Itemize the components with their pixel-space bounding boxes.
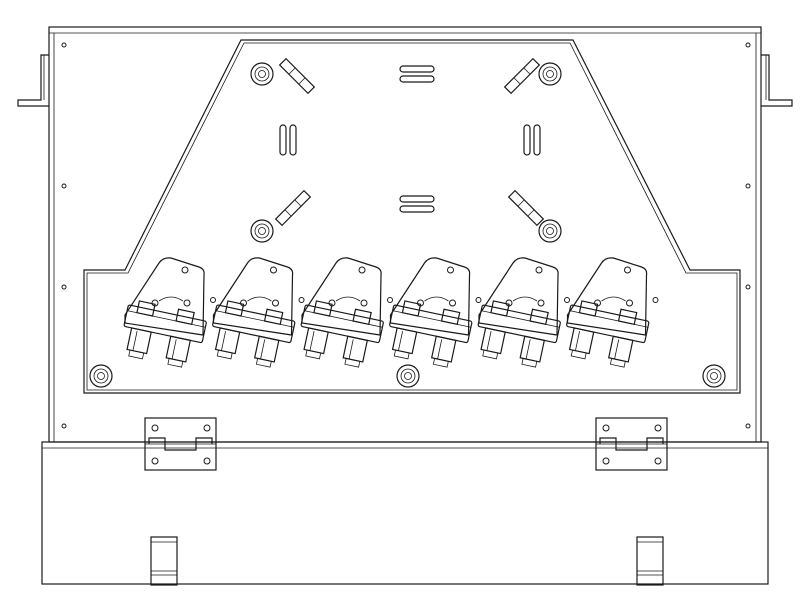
chassis-hole <box>61 284 67 290</box>
chassis-hole <box>745 284 751 290</box>
adapter-module <box>389 257 482 368</box>
spool <box>396 364 420 388</box>
spool <box>89 364 113 388</box>
hinge-right <box>595 417 668 471</box>
chassis-hole <box>61 183 67 189</box>
horizontal-slot-pair <box>399 65 435 83</box>
spool <box>538 219 562 243</box>
spool <box>250 219 274 243</box>
spool <box>538 62 562 86</box>
splice-clip <box>507 189 545 227</box>
chassis-hole <box>61 423 67 429</box>
chassis-outline <box>48 26 762 443</box>
splice-clips <box>274 57 545 227</box>
spool <box>250 62 274 86</box>
cover-outline <box>41 441 769 585</box>
adapter-module <box>212 257 305 368</box>
splice-clip <box>278 57 316 95</box>
adapter-module <box>566 257 659 368</box>
routing-tray <box>83 39 741 394</box>
chassis-hole <box>745 42 751 48</box>
chassis-hole <box>745 423 751 429</box>
fiber-spools <box>89 62 726 388</box>
vertical-slot-pair <box>523 124 541 156</box>
splice-clip <box>503 57 541 95</box>
adapter-module <box>123 257 216 368</box>
right-mounting-flange <box>761 54 793 107</box>
latch-right <box>636 536 664 586</box>
horizontal-slot-pair <box>399 195 435 213</box>
chassis-side-holes <box>61 42 751 429</box>
adapter-module <box>477 257 570 368</box>
chassis <box>48 26 762 443</box>
chassis-hole <box>61 42 67 48</box>
cable-tie-slots <box>279 65 541 213</box>
latch-left <box>150 536 178 586</box>
splice-clip <box>274 189 312 227</box>
adapter-module <box>300 257 393 368</box>
adapter-modules <box>123 257 659 368</box>
left-mounting-flange <box>17 54 49 107</box>
hinge-left <box>144 417 217 471</box>
chassis-hole <box>745 183 751 189</box>
spool <box>702 364 726 388</box>
vertical-slot-pair <box>279 124 297 156</box>
